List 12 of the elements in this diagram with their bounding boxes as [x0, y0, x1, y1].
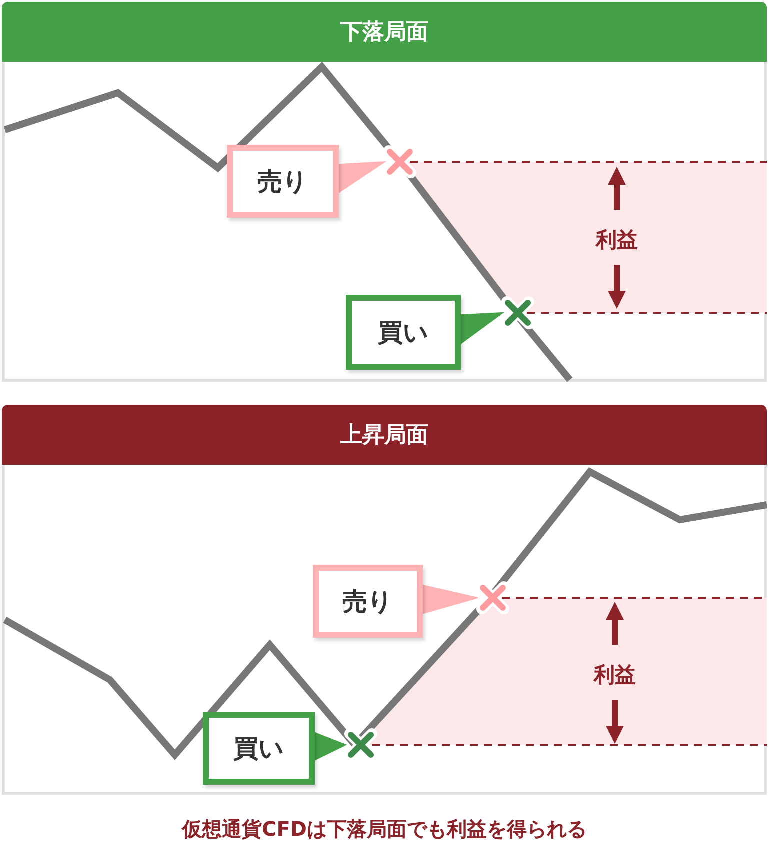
callout-box: 買い [346, 295, 461, 370]
callout-box: 買い [203, 712, 315, 785]
caption: 仮想通貨CFDは下落局面でも利益を得られる [180, 816, 588, 843]
profit-label: 利益 [594, 662, 636, 689]
callout-box: 売り [227, 145, 339, 218]
profit-label: 利益 [596, 227, 638, 254]
cross-mark-icon [475, 580, 511, 616]
cross-mark-icon [500, 295, 536, 331]
cross-mark-icon [382, 144, 418, 180]
panel-header: 下落局面 [2, 2, 767, 62]
panel-header: 上昇局面 [2, 405, 767, 465]
callout-box: 売り [313, 565, 423, 638]
